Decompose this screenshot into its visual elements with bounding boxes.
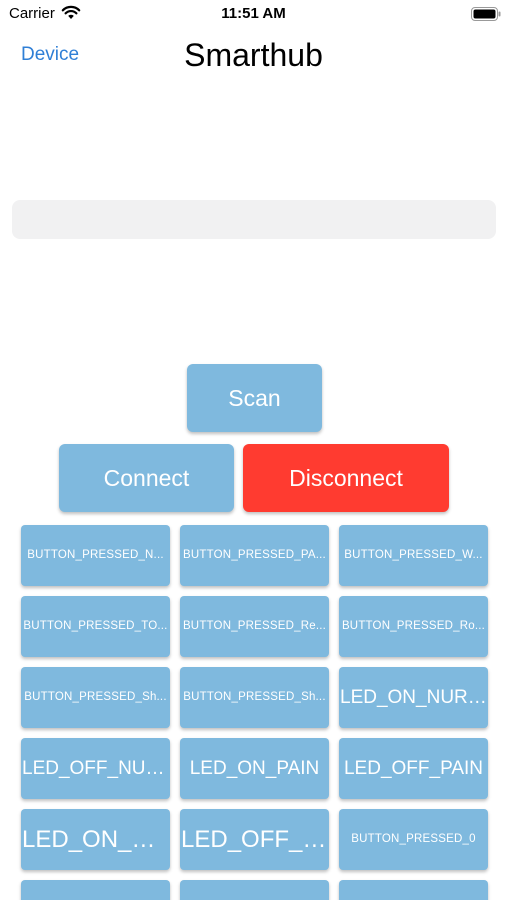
command-button[interactable] [180,880,329,900]
command-button[interactable]: LED_ON_NURSE [339,667,488,728]
command-button[interactable]: LED_OFF_MIC [180,809,329,870]
command-button[interactable]: BUTTON_PRESSED_PA... [180,525,329,586]
wifi-icon [61,5,81,19]
back-button[interactable]: Device [21,44,80,65]
disconnect-button[interactable]: Disconnect [243,444,449,512]
command-button[interactable]: BUTTON_PRESSED_Ro... [339,596,488,657]
command-button[interactable]: BUTTON_PRESSED_Re... [180,596,329,657]
scan-button[interactable]: Scan [187,364,322,432]
command-button[interactable]: LED_OFF_PAIN [339,738,488,799]
command-button[interactable]: BUTTON_PRESSED_W... [339,525,488,586]
command-button[interactable]: BUTTON_PRESSED_Sh... [21,667,170,728]
command-button[interactable]: BUTTON_PRESSED_N... [21,525,170,586]
command-button[interactable] [21,880,170,900]
command-button[interactable]: BUTTON_PRESSED_Sh... [180,667,329,728]
connect-button[interactable]: Connect [59,444,234,512]
device-input[interactable] [12,200,496,239]
status-bar: Carrier 11:51 AM [0,0,507,30]
command-button[interactable]: LED_OFF_NURSE [21,738,170,799]
page-title: Smarthub [184,37,323,73]
status-time: 11:51 AM [221,5,286,22]
command-button[interactable]: LED_ON_MIC [21,809,170,870]
command-button[interactable] [339,880,488,900]
battery-icon [471,7,501,21]
command-button[interactable]: BUTTON_PRESSED_TO... [21,596,170,657]
command-button[interactable]: LED_ON_PAIN [180,738,329,799]
command-button[interactable]: BUTTON_PRESSED_0 [339,809,488,870]
carrier-label: Carrier [9,5,55,22]
